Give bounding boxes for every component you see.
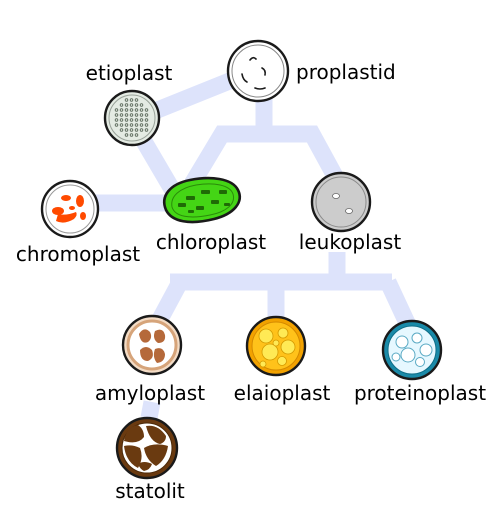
prolamellar-dot xyxy=(134,103,139,107)
label-chloroplast: chloroplast xyxy=(156,230,266,254)
prolamellar-dot xyxy=(144,118,149,122)
prolamellar-dot xyxy=(139,113,144,117)
label-etioplast: etioplast xyxy=(86,61,173,85)
prolamellar-dot xyxy=(129,133,134,137)
prolamellar-dot xyxy=(119,123,124,127)
chromoplast-icon xyxy=(40,179,100,239)
leukoplast-icon xyxy=(310,171,372,233)
label-chromoplast: chromoplast xyxy=(16,242,140,266)
prolamellar-dot xyxy=(129,118,134,122)
connector-etioplast-chloroplast xyxy=(134,133,184,201)
prolamellar-dot xyxy=(129,103,134,107)
prolamellar-dot xyxy=(119,108,124,112)
prolamellar-dot xyxy=(124,123,129,127)
prolamellar-dot xyxy=(144,113,149,117)
proteinoplast-icon xyxy=(381,319,443,381)
prolamellar-dot xyxy=(134,128,139,132)
prolamellar-dot xyxy=(119,113,124,117)
prolamellar-dot xyxy=(139,128,144,132)
label-leukoplast: leukoplast xyxy=(299,230,402,254)
connector-amyloplast-statolit xyxy=(140,400,161,420)
prolamellar-dot xyxy=(134,123,139,127)
prolamellar-dot xyxy=(124,133,129,137)
label-amyloplast: amyloplast xyxy=(95,381,205,405)
prolamellar-dot xyxy=(144,128,149,132)
label-proplastid: proplastid xyxy=(296,60,396,84)
prolamellar-dot xyxy=(119,118,124,122)
prolamellar-dot xyxy=(114,118,119,122)
connector-proplastid-etioplast xyxy=(141,70,241,123)
prolamellar-dot xyxy=(129,108,134,112)
prolamellar-dot xyxy=(134,98,139,102)
prolamellar-dot xyxy=(129,98,134,102)
connectors xyxy=(92,70,416,420)
prolamellar-dot xyxy=(134,113,139,117)
prolamellar-dot xyxy=(129,128,134,132)
connector-trunk-leukoplast xyxy=(264,125,344,183)
statolit-icon xyxy=(115,416,179,480)
prolamellar-dot xyxy=(124,108,129,112)
amyloplast-icon xyxy=(121,314,183,376)
prolamellar-dot xyxy=(134,133,139,137)
prolamellar-dot xyxy=(144,108,149,112)
prolamellar-dot xyxy=(129,113,134,117)
prolamellar-dot xyxy=(114,113,119,117)
prolamellar-dot xyxy=(144,123,149,127)
elaioplast-icon xyxy=(245,315,307,377)
proplastid-icon xyxy=(226,39,290,103)
etioplast-icon xyxy=(103,89,161,147)
prolamellar-dot xyxy=(114,123,119,127)
prolamellar-dot xyxy=(139,103,144,107)
prolamellar-dot xyxy=(119,103,124,107)
connector-to-amyloplast xyxy=(150,277,188,328)
prolamellar-dot xyxy=(139,123,144,127)
connector-to-proteinoplast xyxy=(380,278,416,329)
prolamellar-dot xyxy=(124,103,129,107)
prolamellar-dot xyxy=(124,98,129,102)
prolamellar-dot xyxy=(129,123,134,127)
prolamellar-dot xyxy=(134,118,139,122)
etioplast-prolamellar-bodies xyxy=(114,98,149,137)
label-statolit: statolit xyxy=(115,479,185,503)
prolamellar-dot xyxy=(114,108,119,112)
prolamellar-dot xyxy=(139,108,144,112)
label-proteinoplast: proteinoplast xyxy=(354,381,486,405)
prolamellar-dot xyxy=(134,108,139,112)
label-elaioplast: elaioplast xyxy=(234,381,331,405)
chloroplast-icon xyxy=(163,176,241,224)
prolamellar-dot xyxy=(124,113,129,117)
prolamellar-dot xyxy=(139,118,144,122)
prolamellar-dot xyxy=(124,118,129,122)
prolamellar-dot xyxy=(119,128,124,132)
connector-trunk-chloroplast xyxy=(184,125,264,189)
prolamellar-dot xyxy=(124,128,129,132)
